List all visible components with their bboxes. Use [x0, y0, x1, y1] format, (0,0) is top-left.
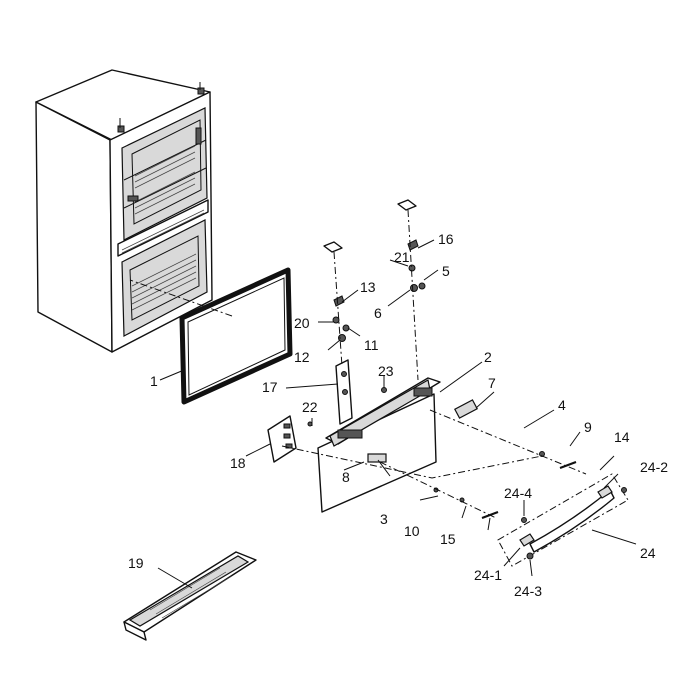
- callout-2: 2: [484, 349, 492, 365]
- callout-17: 17: [262, 379, 278, 395]
- callout-4: 4: [558, 397, 566, 413]
- callout-labels: 1 2 3 4 5 6 7 8 9 10 11 12 13 14 15 16 1…: [128, 231, 668, 599]
- callout-24-4: 24-4: [504, 485, 532, 501]
- callout-21: 21: [394, 249, 410, 265]
- pin-15: [481, 510, 499, 520]
- callout-20: 20: [294, 315, 310, 331]
- leader-lines: [157, 239, 637, 589]
- callout-5: 5: [442, 263, 450, 279]
- callout-16: 16: [438, 231, 454, 247]
- freezer-cover-19: [123, 551, 257, 641]
- bracket-7: [454, 399, 478, 419]
- callout-14: 14: [614, 429, 630, 445]
- rail-bracket-lower: [267, 415, 297, 463]
- callout-9: 9: [584, 419, 592, 435]
- callout-19: 19: [128, 555, 144, 571]
- callout-15: 15: [440, 531, 456, 547]
- callout-11: 11: [364, 337, 379, 353]
- axis-line-lower: [281, 445, 543, 479]
- callout-8: 8: [342, 469, 350, 485]
- callout-7: 7: [488, 375, 496, 391]
- callout-12: 12: [294, 349, 310, 365]
- callout-22: 22: [302, 399, 318, 415]
- caps-and-screws: [307, 199, 545, 503]
- pin-14: [559, 460, 577, 470]
- axis-line-upper: [429, 409, 587, 475]
- handle-assembly: [497, 473, 629, 567]
- callout-10: 10: [404, 523, 420, 539]
- callout-23: 23: [378, 363, 394, 379]
- freezer-door-panel: [317, 377, 441, 513]
- callout-24-2: 24-2: [640, 459, 668, 475]
- door-gasket: [179, 267, 293, 405]
- gasket-align-line: [129, 279, 233, 317]
- callout-3: 3: [380, 511, 388, 527]
- callout-6: 6: [374, 305, 382, 321]
- rail-bracket-left: [335, 359, 353, 425]
- callout-24: 24: [640, 545, 656, 561]
- refrigerator-cabinet: [35, 69, 213, 353]
- center-line-left: [333, 251, 343, 367]
- callout-18: 18: [230, 455, 246, 471]
- callout-24-1: 24-1: [474, 567, 502, 583]
- callout-13: 13: [360, 279, 376, 295]
- axis-line-handle: [379, 461, 497, 519]
- callout-24-3: 24-3: [514, 583, 542, 599]
- callout-1: 1: [150, 373, 158, 389]
- center-line-right: [407, 209, 419, 381]
